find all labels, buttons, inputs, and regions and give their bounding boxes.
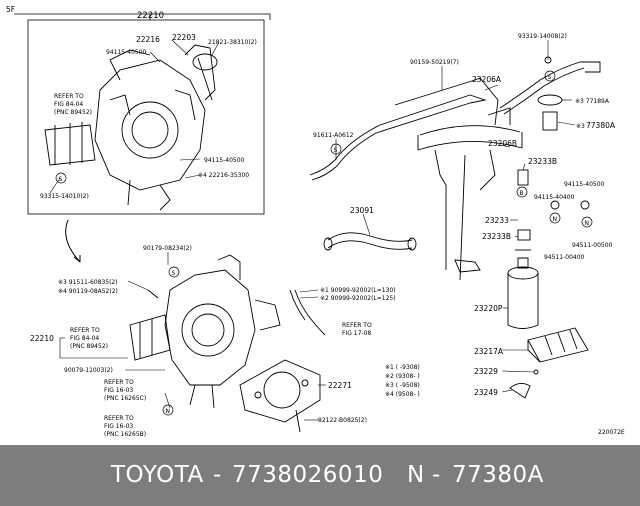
part-number-footer: TOYOTA - 7738026010 N - 77380A	[0, 445, 640, 506]
callout-90079: 90079-11003(2)	[64, 367, 113, 374]
lower-throttle-body-drawing	[129, 254, 326, 409]
callout-92122: 92122-B0825(2)	[318, 417, 367, 424]
fuel-leader-lines	[335, 40, 576, 393]
note-4: ※4 (9508- )	[385, 391, 420, 398]
s-mark-1: S	[55, 172, 67, 184]
svg-text:S: S	[334, 147, 338, 154]
svg-text:N: N	[553, 216, 558, 223]
lower-leader-lines	[59, 252, 326, 421]
callout-23233b-top: 23233B	[528, 157, 557, 166]
callout-23233: 23233	[485, 216, 509, 225]
b-mark: B	[516, 186, 528, 198]
callout-94115-a: 94115-40500	[106, 49, 147, 56]
ref1-line2: FIG 84-04	[54, 101, 83, 108]
callout-23206b: 23206B	[488, 139, 517, 148]
footer-separator-1: -	[213, 462, 222, 488]
callout-90999-a: ※1 90999-92002(L=130)	[320, 287, 396, 294]
callout-22210-mid: 22210	[30, 334, 54, 343]
figure-code: 220072E	[598, 429, 625, 436]
callout-21821: 21821-38310(2)	[208, 39, 257, 46]
callout-77189a: ※3 77189A	[575, 98, 610, 105]
callout-91511: ※3 91511-60835(2)	[58, 279, 118, 286]
ref5-line3: (PNC 16265B)	[104, 431, 146, 438]
callout-23249: 23249	[474, 388, 498, 397]
callout-23229: 23229	[474, 367, 498, 376]
callout-90999-b: ※2 90999-92002(L=125)	[320, 295, 396, 302]
svg-text:N: N	[585, 220, 590, 227]
callout-23217a: 23217A	[474, 347, 504, 356]
parts-diagram: 5F 22210 22216 22203 21821-38310(2) 9411…	[6, 5, 625, 438]
ref5-line1: REFER TO	[104, 415, 134, 422]
footer-brand: TOYOTA	[111, 462, 204, 488]
ref3-line2: FIG 17-08	[342, 330, 371, 337]
callout-93315: 93315-14010(2)	[40, 193, 89, 200]
callout-94115-c: 94115-40500	[564, 181, 605, 188]
s-mark-3: S	[544, 70, 556, 82]
reference-arrow	[65, 219, 81, 263]
n-mark-3: N	[162, 404, 174, 416]
n-mark-1: N	[549, 212, 561, 224]
fuel-tank-assembly-drawing	[309, 61, 585, 281]
s-mark-4: S	[168, 266, 180, 278]
ref4-line2: FIG 16-03	[104, 387, 133, 394]
callout-94511-a: 94511-00500	[572, 242, 613, 249]
callout-22216-35300: ※4 22216-35300	[198, 172, 249, 179]
callout-93319: 93319-14008(2)	[518, 33, 567, 40]
ref1-line1: REFER TO	[54, 93, 84, 100]
fuel-filter-23217a	[527, 327, 589, 363]
footer-ref-code: 77380A	[452, 462, 544, 488]
ref2-line1: REFER TO	[70, 327, 100, 334]
callout-22271: 22271	[328, 381, 352, 390]
svg-text:B: B	[520, 190, 524, 197]
callout-90179: 90179-08234(2)	[143, 245, 192, 252]
page-ref: 5F	[6, 5, 15, 14]
ref4-line3: (PNC 16265C)	[104, 395, 146, 402]
callout-23220p: 23220P	[474, 304, 503, 313]
callout-94115-d: 94115-40400	[534, 194, 575, 201]
note-2: ※2 (9308- )	[385, 373, 420, 380]
callout-94115-b: 94115-40500	[204, 157, 245, 164]
note-1: ※1 ( -9308)	[385, 364, 420, 371]
callout-77380a-mark: ※3	[576, 123, 585, 130]
svg-text:N: N	[166, 408, 171, 415]
upper-throttle-body-drawing	[44, 44, 218, 211]
callout-90119: ※4 90119-08A52(2)	[58, 288, 118, 295]
s-mark-2: S	[330, 143, 342, 155]
gasket-22271	[239, 359, 321, 433]
svg-text:S: S	[59, 176, 63, 183]
upper-leader-lines	[49, 39, 220, 194]
svg-text:S: S	[172, 270, 176, 277]
n-mark-2: N	[581, 216, 593, 228]
callout-77380a: 77380A	[586, 121, 616, 130]
ref2-line2: FIG 84-04	[70, 335, 99, 342]
ref1-line3: (PNC 89452)	[54, 109, 92, 116]
throttle-body-group-frame	[14, 13, 271, 215]
callout-90159: 90159-50219(7)	[410, 59, 459, 66]
ref5-line2: FIG 16-03	[104, 423, 133, 430]
callout-22203: 22203	[172, 33, 196, 42]
callout-94511-b: 94511-00400	[544, 254, 585, 261]
callout-23233b: 23233B	[482, 232, 511, 241]
callout-23091: 23091	[350, 206, 374, 215]
ref3-line1: REFER TO	[342, 322, 372, 329]
footer-separator-2: -	[432, 462, 441, 488]
callout-22210-top: 22210	[137, 11, 164, 21]
ref4-line1: REFER TO	[104, 379, 134, 386]
note-3: ※3 ( -9508)	[385, 382, 420, 389]
footer-part-number: 7738026010	[232, 462, 384, 488]
callout-22216: 22216	[136, 35, 160, 44]
callout-23206a: 23206A	[472, 75, 502, 84]
hose-23091	[323, 232, 417, 251]
footer-prefix: N	[407, 462, 425, 488]
svg-text:S: S	[548, 74, 552, 81]
fuel-pump-23220p	[507, 249, 539, 329]
callout-91611: 91611-A0612	[313, 132, 354, 139]
ref2-line3: (PNC 89452)	[70, 343, 108, 350]
